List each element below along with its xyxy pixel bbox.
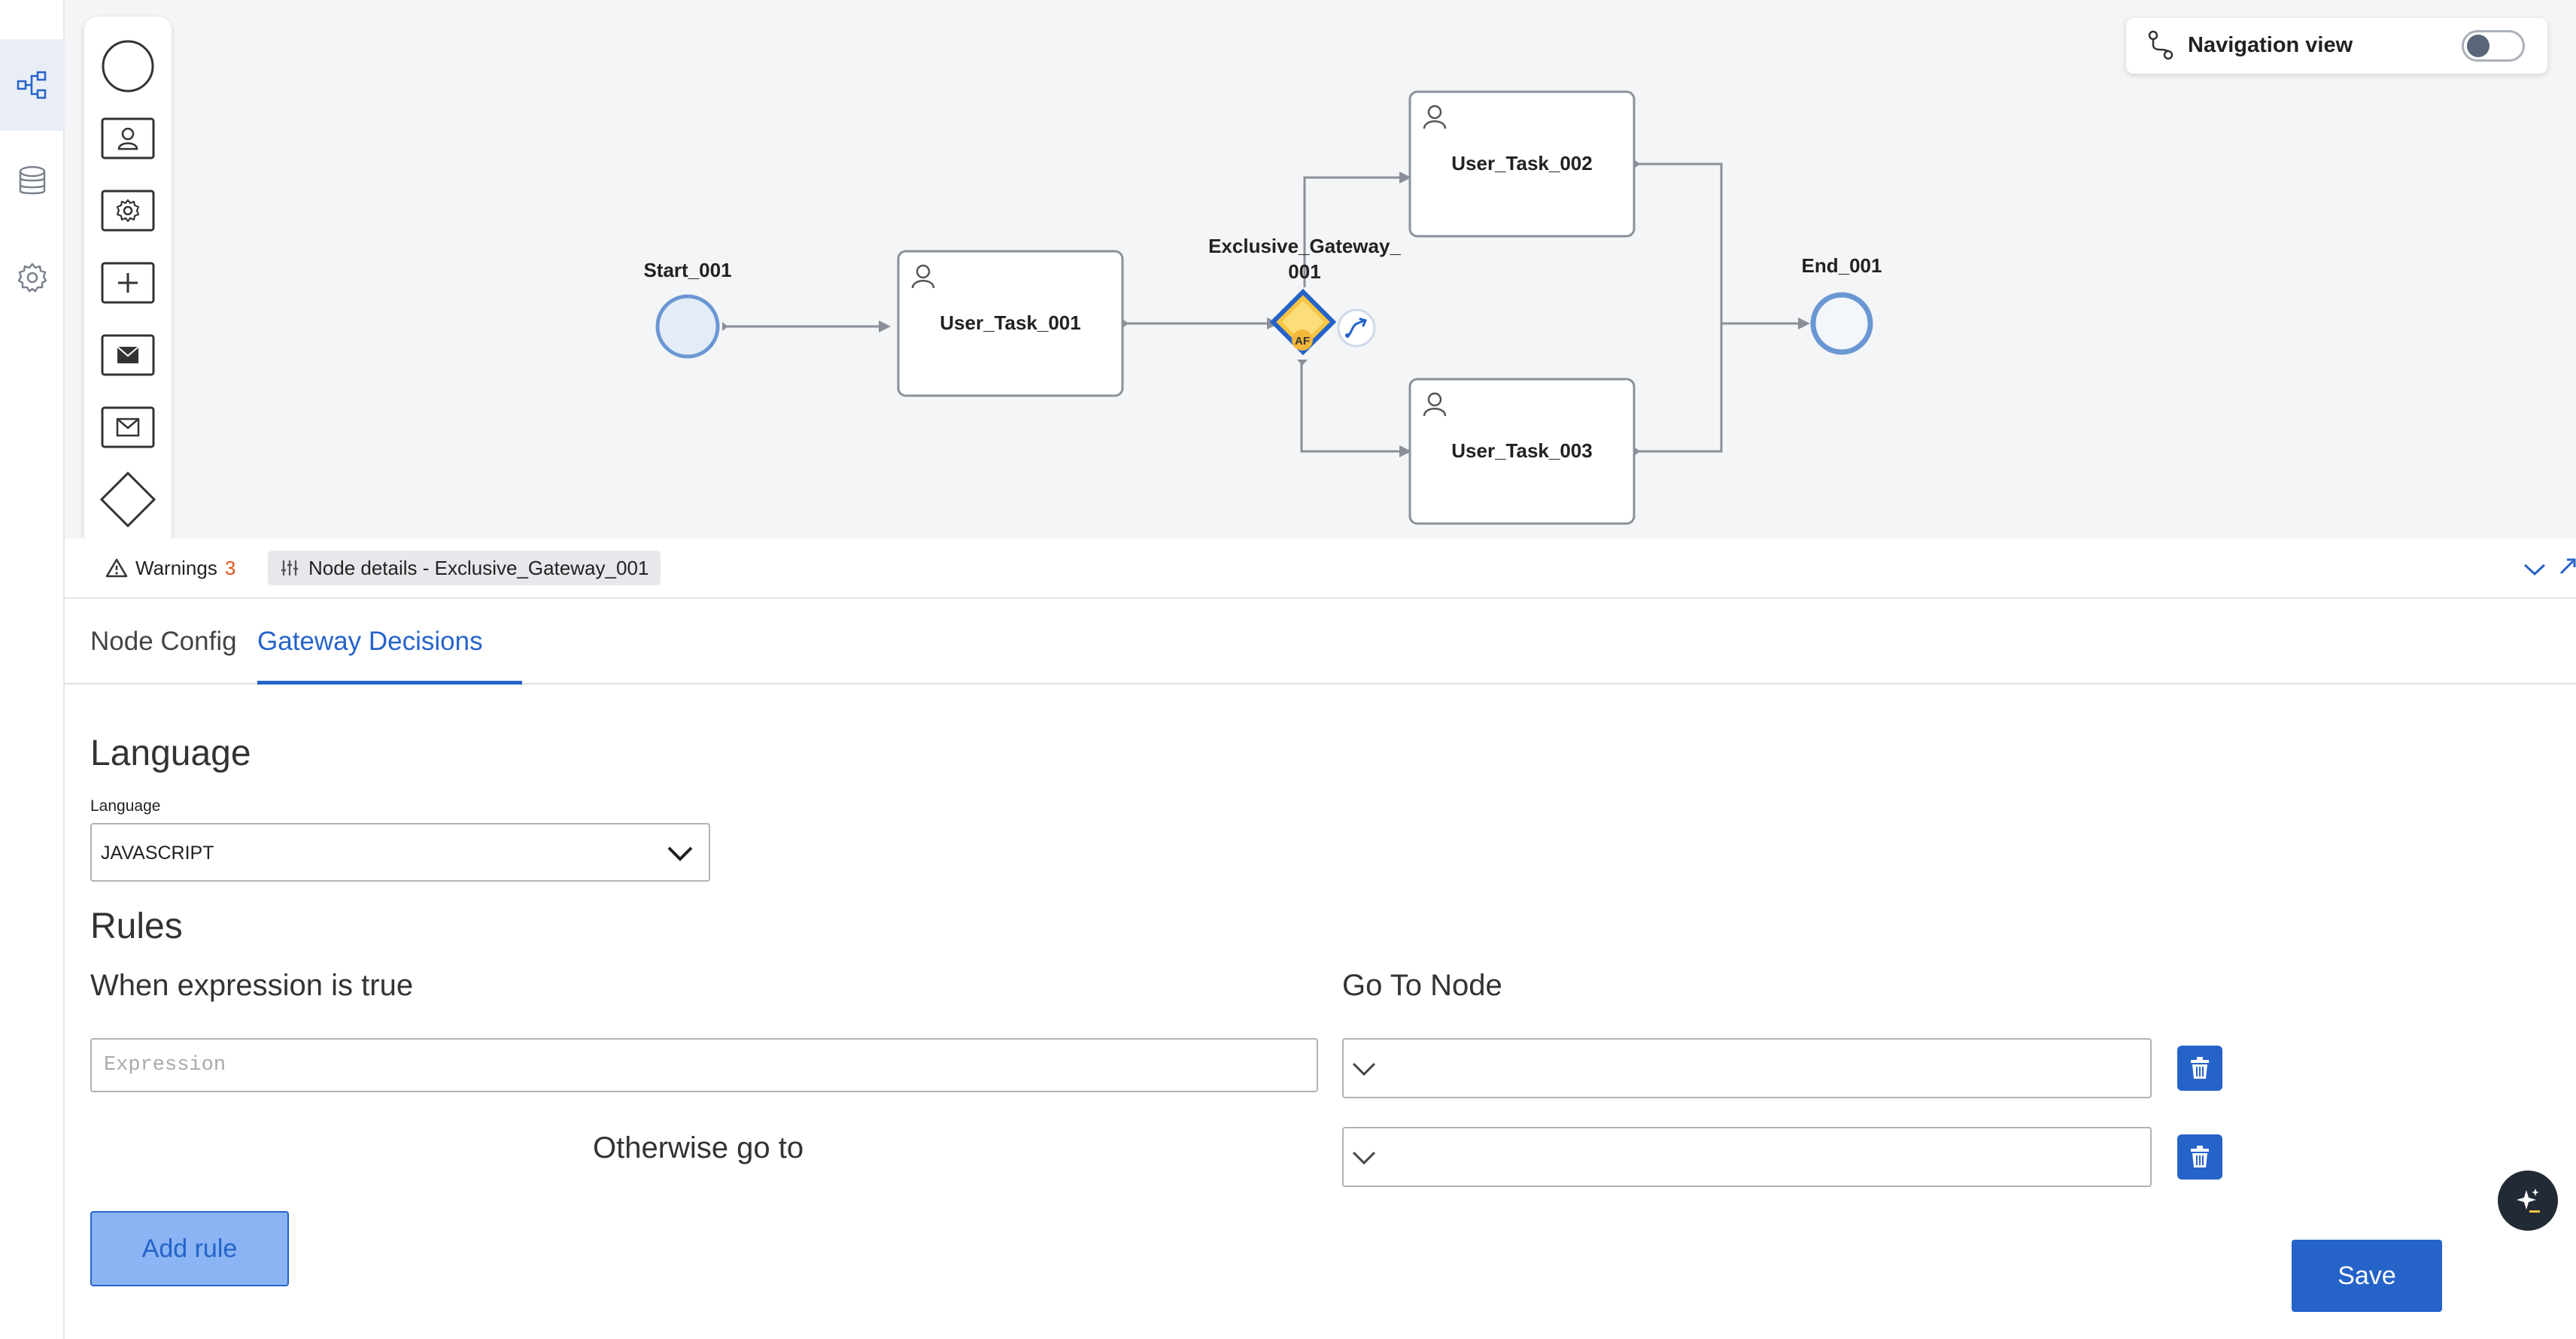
end-event-node[interactable] [1810,292,1873,355]
go-to-node-label: Go To Node [1342,969,1502,1002]
warning-icon [105,558,128,578]
language-field-label: Language [90,797,161,815]
node-details-tab[interactable]: Node details - Exclusive_Gateway_001 [268,551,661,585]
tab-node-config[interactable]: Node Config [90,627,237,656]
send-message-icon [101,334,155,376]
start-event-node[interactable] [655,294,720,359]
go-to-node-select[interactable] [1342,1038,2152,1098]
task-label: User_Task_003 [1451,439,1592,462]
palette-send-message[interactable] [98,325,158,385]
exclusive-gateway-node[interactable]: AF [1269,288,1337,356]
palette-start-event[interactable] [98,36,158,96]
diagram-canvas[interactable]: Start_001 User_Task_001 Exclusive_Gatewa… [65,0,2576,539]
collapse-panel-icon[interactable] [2522,558,2547,581]
language-select-value: JAVASCRIPT [101,843,214,864]
expression-input[interactable] [90,1038,1318,1092]
navigation-view-toggle[interactable] [2462,30,2525,62]
warnings-tab[interactable]: Warnings 3 [93,551,248,585]
add-rule-button[interactable]: Add rule [90,1211,289,1286]
flow-arrowheads [722,159,1810,457]
warnings-count-badge: 3 [224,556,236,579]
process-diagram-nav-button[interactable] [0,39,65,131]
start-node-label: Start_001 [643,259,731,281]
gateway-connect-handle[interactable] [1337,308,1376,348]
sliders-icon [281,560,298,575]
config-tabs: Node Config Gateway Decisions [65,599,2576,685]
task-label: User_Task_001 [940,311,1080,334]
expand-panel-icon[interactable] [2559,555,2576,578]
sparkle-icon [2517,1189,2540,1213]
otherwise-label: Otherwise go to [593,1131,804,1164]
palette-gateway[interactable] [98,469,158,530]
ai-assistant-button[interactable] [2498,1170,2558,1231]
language-select[interactable]: JAVASCRIPT [90,823,710,882]
process-diagram-icon [17,71,47,99]
trash-icon [2191,1146,2209,1167]
gateway-icon [99,471,156,528]
flow-task2-to-end[interactable] [1634,162,1723,323]
end-node-label: End_001 [1802,254,1882,277]
palette-user-task[interactable] [98,108,158,169]
receive-message-icon [101,406,155,448]
subprocess-icon [101,262,155,304]
sequence-flows [722,162,1800,453]
left-sidebar [0,0,65,1339]
start-event-icon [102,40,154,93]
rules-heading: Rules [90,906,183,946]
palette-service-task[interactable] [98,181,158,241]
database-nav-button[interactable] [0,135,65,227]
delete-rule-button[interactable] [2177,1046,2222,1091]
palette-subprocess[interactable] [98,253,158,313]
gateway-label-line1: Exclusive_Gateway_ [1208,235,1401,257]
warnings-label: Warnings [135,556,217,579]
user-icon [1423,105,1447,129]
when-expression-label: When expression is true [90,969,414,1002]
user-task-002-node[interactable]: User_Task_002 [1408,90,1636,238]
chevron-down-icon [1352,1151,1376,1165]
delete-otherwise-button[interactable] [2177,1134,2222,1180]
flow-gateway-to-task2[interactable] [1303,176,1404,287]
trash-icon [2191,1057,2209,1079]
chevron-down-icon [1352,1062,1376,1076]
palette-receive-message[interactable] [98,397,158,457]
toggle-knob [2467,35,2489,57]
otherwise-node-select[interactable] [1342,1127,2152,1187]
language-heading: Language [90,733,251,773]
service-task-icon [101,190,155,232]
gateway-badge: AF [1295,335,1310,348]
save-button[interactable]: Save [2292,1240,2442,1312]
user-icon [911,264,935,289]
database-icon [19,165,46,195]
node-details-label: Node details - Exclusive_Gateway_001 [308,556,649,579]
navigation-view-card: Navigation view [2126,18,2547,74]
route-icon [2148,30,2174,60]
panel-tab-bar: Warnings 3 Node details - Exclusive_Gate… [65,539,2576,599]
chevron-down-icon [667,846,693,861]
flow-task3-to-end[interactable] [1634,323,1723,453]
settings-nav-button[interactable] [0,232,65,323]
user-task-icon [101,117,155,159]
gateway-label-line2: 001 [1288,260,1320,283]
tab-gateway-decisions[interactable]: Gateway Decisions [257,627,483,656]
active-tab-indicator [257,681,522,685]
user-task-001-node[interactable]: User_Task_001 [897,250,1124,397]
element-palette [84,17,172,539]
process-diagram: Start_001 User_Task_001 Exclusive_Gatewa… [643,90,1882,525]
user-icon [1423,392,1447,417]
node-details-panel: Node Config Gateway Decisions Language L… [65,599,2576,1339]
task-label: User_Task_002 [1451,152,1592,175]
user-task-003-node[interactable]: User_Task_003 [1408,378,1636,525]
gear-icon [17,263,47,293]
flow-gateway-to-task3[interactable] [1300,360,1404,453]
navigation-view-label: Navigation view [2188,33,2353,57]
